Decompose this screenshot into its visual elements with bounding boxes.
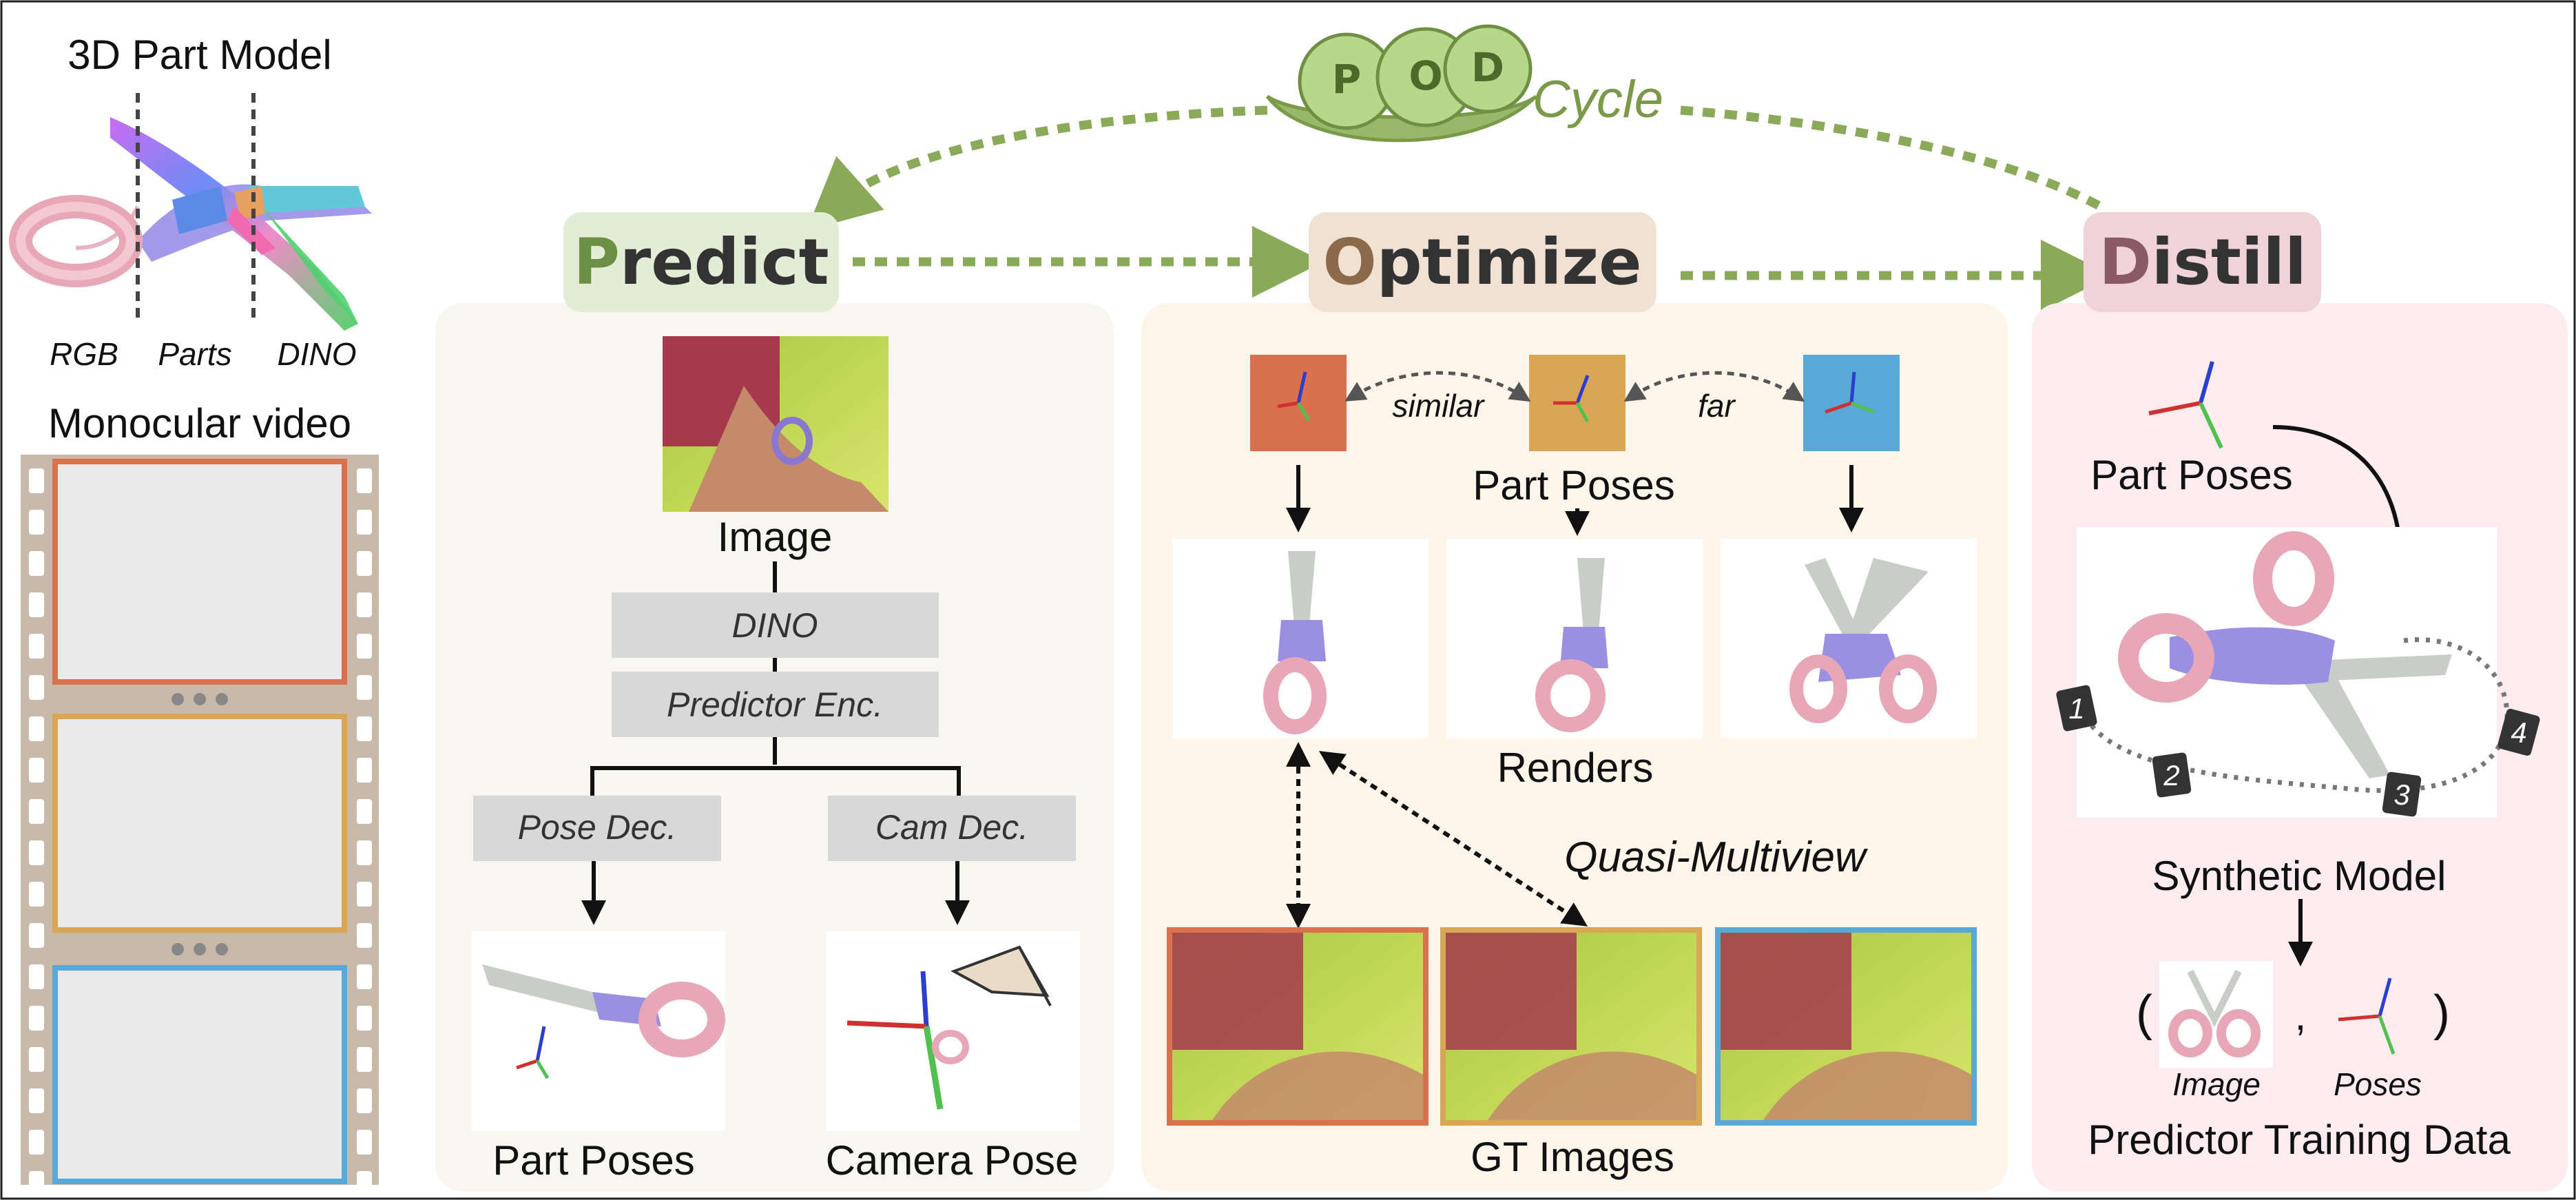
predict-part-poses-render: [472, 931, 725, 1131]
pose-decoder-box: [473, 796, 721, 861]
filmstrip: [21, 455, 379, 1196]
pea-letter-d: D: [1471, 44, 1504, 91]
distill-panel: Distill Part Poses 1 2 3 4 Synth: [2032, 212, 2568, 1192]
sprocket-hole: [29, 675, 44, 700]
pea-pod-logo: P O D: [1266, 24, 1537, 143]
sprocket-hole: [29, 1088, 44, 1113]
sprocket-hole: [357, 675, 372, 700]
sprocket-hole: [29, 510, 44, 535]
camera-markers: 1 2 3 4: [2056, 685, 2540, 817]
render-scissors: [1263, 551, 1937, 734]
video-title: Monocular video: [48, 400, 351, 446]
distill-part-poses-caption: Part Poses: [2090, 452, 2292, 498]
video-frame-3: [52, 965, 347, 1184]
optimize-title: Optimize: [1323, 225, 1642, 299]
optimize-panel: Optimize similar far Part Poses: [1141, 212, 2008, 1192]
sprocket-hole: [357, 1171, 372, 1196]
dino-box: [612, 592, 939, 658]
part-model-illustration: [9, 93, 372, 331]
sprocket-hole: [357, 1130, 372, 1155]
sprocket-hole: [357, 510, 372, 535]
gt-images-caption: GT Images: [1471, 1134, 1674, 1180]
sprocket-hole: [357, 468, 372, 493]
predict-image-caption: Image: [718, 514, 833, 560]
tuple-close: ): [2433, 986, 2450, 1041]
renders-caption: Renders: [1497, 745, 1654, 791]
far-label: far: [1698, 388, 1736, 424]
sprocket-hole: [357, 964, 372, 989]
cam-decoder-box: [828, 796, 1076, 861]
pea-letter-p: P: [1332, 56, 1362, 103]
sprocket-hole: [357, 634, 372, 659]
sprocket-hole: [29, 592, 44, 617]
camera-2-label: 2: [2163, 759, 2179, 792]
training-poses-label: Poses: [2334, 1066, 2422, 1102]
predictor-encoder-box: [612, 672, 939, 737]
sprocket-hole: [29, 634, 44, 659]
optimize-header: [1309, 212, 1656, 312]
optimize-part-poses-caption: Part Poses: [1473, 462, 1674, 508]
pod-cycle: P O D Cycle: [807, 24, 2104, 231]
pea-letter-o: O: [1409, 52, 1442, 99]
cycle-label: Cycle: [1533, 70, 1663, 129]
sprocket-hole: [357, 551, 372, 576]
sprocket-hole: [29, 1006, 44, 1031]
camera-4-label: 4: [2511, 716, 2526, 749]
predict-panel: Predict Image DINO Predictor Enc. Pose D…: [435, 212, 1114, 1192]
sprocket-hole: [357, 758, 372, 783]
sprocket-hole: [29, 964, 44, 989]
sprocket-hole: [357, 882, 372, 907]
training-image-label: Image: [2172, 1066, 2261, 1102]
sprocket-hole: [29, 1130, 44, 1155]
left-column: 3D Part Model RGB Parts DINO Monocular v…: [9, 32, 379, 1196]
sprocket-hole: [29, 1171, 44, 1196]
sprocket-hole: [29, 551, 44, 576]
predictor-encoder-label: Predictor Enc.: [667, 685, 883, 724]
camera-1-label: 1: [2068, 692, 2084, 725]
model-title: 3D Part Model: [67, 32, 332, 78]
camera-3-label: 3: [2393, 778, 2409, 811]
sprocket-hole: [357, 1047, 372, 1072]
sprocket-hole: [357, 840, 372, 865]
sprocket-hole: [29, 882, 44, 907]
distill-header: [2084, 212, 2321, 312]
predict-camera-pose-caption: Camera Pose: [826, 1137, 1079, 1183]
predict-part-poses-caption: Part Poses: [492, 1137, 694, 1183]
ellipsis-dots: [172, 693, 228, 955]
model-label-dino: DINO: [278, 336, 357, 372]
sprocket-hole: [29, 840, 44, 865]
quasi-multiview-label: Quasi-Multiview: [1564, 834, 1869, 881]
sprocket-hole: [29, 1047, 44, 1072]
sprocket-hole: [357, 799, 372, 824]
predict-header: [563, 212, 839, 312]
synthetic-model-caption: Synthetic Model: [2152, 853, 2447, 899]
model-label-parts: Parts: [158, 336, 231, 372]
pose-decoder-label: Pose Dec.: [518, 808, 677, 847]
training-data-caption: Predictor Training Data: [2088, 1117, 2511, 1163]
sprocket-hole: [29, 468, 44, 493]
sprocket-hole: [357, 592, 372, 617]
predict-title: Predict: [573, 225, 829, 299]
sprocket-hole: [357, 923, 372, 948]
tuple-open: (: [2136, 986, 2152, 1041]
sprocket-hole: [29, 923, 44, 948]
synthetic-scissors: [2118, 531, 2452, 778]
sprocket-hole: [357, 1088, 372, 1113]
video-frame-1: [52, 459, 347, 685]
pea-d: [1443, 24, 1533, 114]
sprocket-hole: [29, 758, 44, 783]
cam-decoder-label: Cam Dec.: [875, 808, 1028, 847]
sprocket-hole: [29, 716, 44, 741]
tuple-comma: ,: [2295, 993, 2307, 1039]
similar-label: similar: [1393, 388, 1486, 424]
model-label-rgb: RGB: [50, 336, 118, 372]
distill-title: Distill: [2099, 225, 2306, 299]
sprocket-hole: [357, 716, 372, 741]
sprocket-hole: [29, 799, 44, 824]
dino-label: DINO: [732, 606, 818, 645]
video-frame-2: [52, 714, 347, 933]
sprocket-hole: [357, 1006, 372, 1031]
